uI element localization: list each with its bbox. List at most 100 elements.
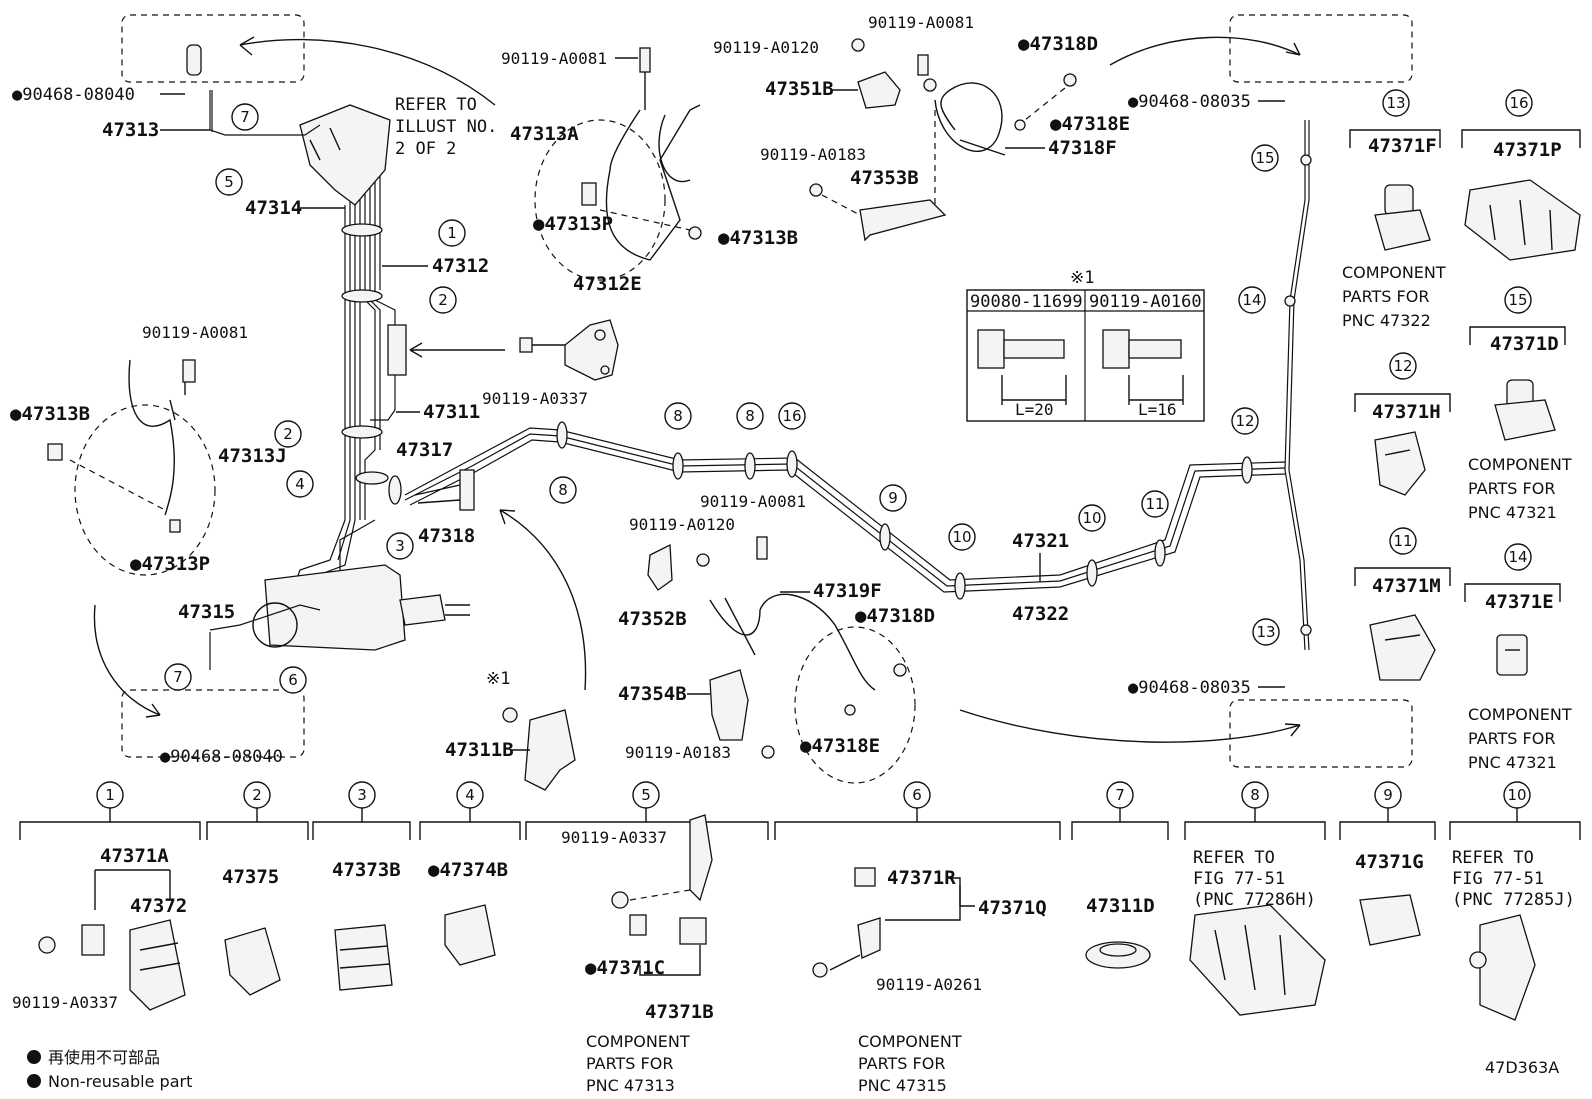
valve-47312 [387, 324, 407, 376]
callout-5-bottom: 5 [632, 781, 660, 809]
label-47374B: ●47374B [428, 859, 508, 881]
clip-47371D [1494, 379, 1556, 441]
comp-47322-1: COMPONENT [1342, 263, 1446, 282]
clamp-4 [355, 471, 389, 485]
comp-47315-2: PARTS FOR [858, 1054, 945, 1073]
label-47318D-a: ●47318D [1018, 33, 1098, 55]
label-47372: 47372 [130, 895, 187, 917]
label-90468-08035-b: ●90468-08035 [1128, 678, 1251, 698]
flow-arrow-bottom-right [959, 709, 1301, 743]
label-47312: 47312 [432, 255, 489, 277]
clip-47375 [224, 927, 281, 996]
svg-text:15: 15 [1255, 149, 1274, 167]
callout-13-clip: 13 [1382, 89, 1410, 117]
svg-text:13: 13 [1386, 94, 1405, 112]
label-47311B: 47311B [445, 739, 514, 761]
callout-15-clip: 15 [1504, 286, 1532, 314]
callout-16-clip: 16 [1505, 89, 1533, 117]
label-47318D-b: ●47318D [855, 605, 935, 627]
label-90119-A0081-d: 90119-A0081 [700, 492, 806, 511]
label-90119-A0183-b: 90119-A0183 [625, 743, 731, 762]
label-47318F: 47318F [1048, 137, 1117, 159]
label-47311: 47311 [423, 401, 480, 423]
svg-text:2: 2 [438, 291, 448, 309]
label-47371Q: 47371Q [978, 897, 1047, 919]
svg-text:11: 11 [1393, 532, 1412, 550]
label-90119-A0120-a: 90119-A0120 [713, 38, 819, 57]
label-47352B: 47352B [618, 608, 687, 630]
bracket-47311B [524, 709, 576, 791]
table-col2: 90119-A0160 [1089, 292, 1202, 312]
callout-5-top: 5 [215, 168, 243, 196]
label-47321: 47321 [1012, 530, 1069, 552]
callout-2-a: 2 [429, 286, 457, 314]
label-47318E-b: ●47318E [800, 735, 880, 757]
clip-47371H [1374, 431, 1426, 496]
clip-47373B [334, 924, 393, 991]
label-90119-A0337-c: 90119-A0337 [12, 993, 118, 1012]
clamp-1 [341, 223, 383, 237]
label-47313B-b: ●47313B [10, 403, 90, 425]
svg-text:12: 12 [1235, 412, 1254, 430]
callout-13-main: 13 [1252, 618, 1280, 646]
callout-2-bottom: 2 [243, 781, 271, 809]
comp-47321-b-2: PARTS FOR [1468, 729, 1555, 748]
svg-text:1: 1 [105, 786, 115, 804]
callout-14-main: 14 [1238, 286, 1266, 314]
hose-47313A [605, 109, 691, 261]
label-47313P-b: ●47313P [130, 553, 210, 575]
label-90119-A0183-a: 90119-A0183 [760, 145, 866, 164]
detail-box-top-left [121, 14, 305, 83]
refer-77286H-2: FIG 77-51 [1193, 869, 1285, 889]
label-47313P-a: ●47313P [533, 213, 613, 235]
comp-47322-2: PARTS FOR [1342, 287, 1429, 306]
svg-text:10: 10 [1082, 509, 1101, 527]
comp-47321-b-3: PNC 47321 [1468, 753, 1557, 772]
comp-47322-3: PNC 47322 [1342, 311, 1431, 330]
comp-47321-b-1: COMPONENT [1468, 705, 1572, 724]
svg-text:15: 15 [1508, 291, 1527, 309]
detail-box-top-right [1229, 14, 1413, 83]
svg-text:11: 11 [1145, 495, 1164, 513]
label-47353B: 47353B [850, 167, 919, 189]
flow-arrow-bottom-left [93, 604, 161, 716]
comp-47313-2: PARTS FOR [586, 1054, 673, 1073]
legend-en: Non-reusable part [48, 1072, 192, 1091]
clip-47371P [1464, 179, 1581, 261]
clip-77286H [1189, 904, 1326, 1016]
label-47354B: 47354B [618, 683, 687, 705]
label-47371E: 47371E [1485, 591, 1554, 613]
label-47313J: 47313J [218, 445, 287, 467]
comp-47321-a-3: PNC 47321 [1468, 503, 1557, 522]
callout-7-bottom-row: 7 [1106, 781, 1134, 809]
bolt-spec-table [966, 289, 1205, 422]
label-47313: 47313 [102, 119, 159, 141]
callout-8-bottom: 8 [1241, 781, 1269, 809]
table-mark: ※1 [1070, 268, 1094, 288]
flow-arrow-47311B [499, 509, 587, 691]
svg-text:10: 10 [1507, 786, 1526, 804]
label-47319F: 47319F [813, 580, 882, 602]
label-47371C: ●47371C [585, 957, 665, 979]
svg-text:16: 16 [1509, 94, 1528, 112]
svg-text:12: 12 [1393, 357, 1412, 375]
diagram-id: 47D363A [1485, 1058, 1559, 1077]
callout-1-bottom: 1 [96, 781, 124, 809]
refer-77286H-1: REFER TO [1193, 848, 1275, 868]
detail-box-bottom-right [1229, 699, 1413, 768]
flow-arrow-top-right [1109, 36, 1301, 66]
label-47318E-a: ●47318E [1050, 113, 1130, 135]
svg-text:9: 9 [888, 489, 898, 507]
refer-77285J-3: (PNC 77285J) [1452, 890, 1575, 910]
comp-47321-a-1: COMPONENT [1468, 455, 1572, 474]
refer-note-1: REFER TO [395, 95, 477, 115]
callout-8-c: 8 [736, 402, 764, 430]
svg-text:7: 7 [173, 668, 183, 686]
svg-text:8: 8 [673, 407, 683, 425]
clamp-2a [341, 289, 383, 303]
label-47371F: 47371F [1368, 135, 1437, 157]
svg-text:6: 6 [912, 786, 922, 804]
label-47315: 47315 [178, 601, 235, 623]
svg-text:9: 9 [1383, 786, 1393, 804]
